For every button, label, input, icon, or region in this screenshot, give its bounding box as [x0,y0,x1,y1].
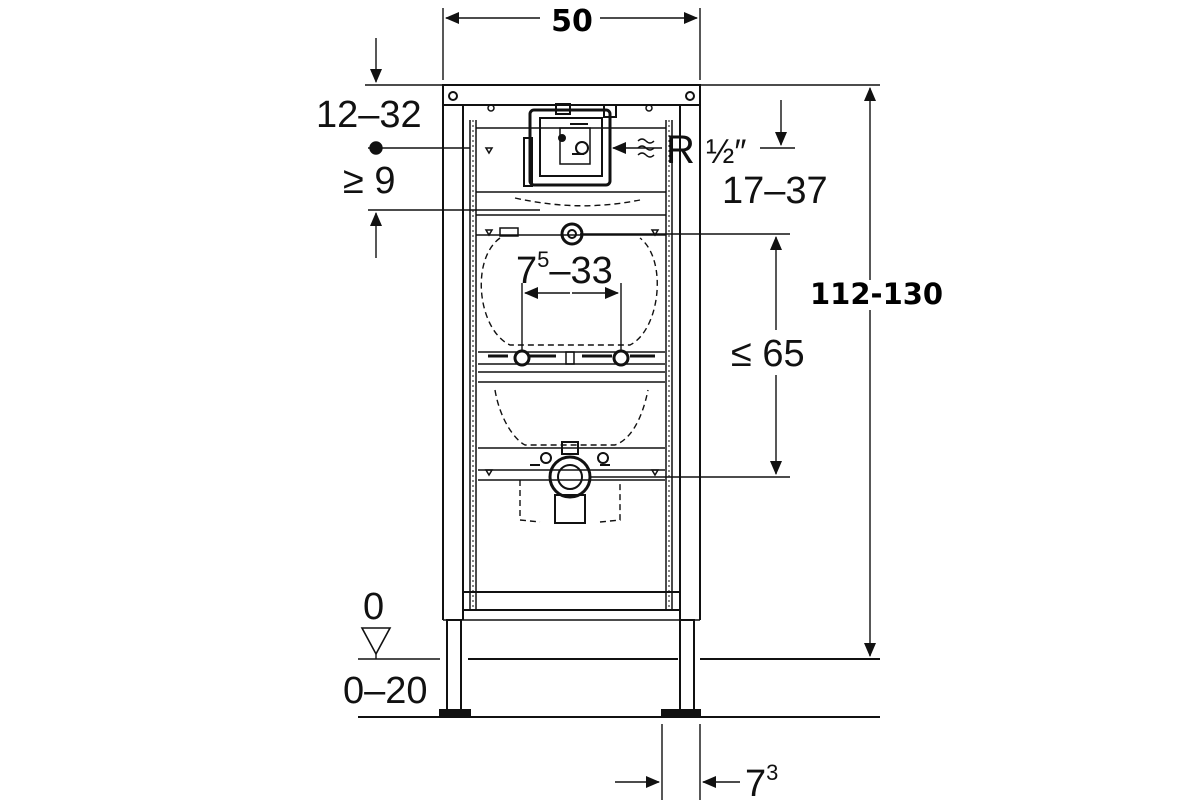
cross-rails [476,127,666,481]
water-min-label: ≥ 9 [343,160,396,202]
thread-size-label: ½″ [706,133,746,171]
foot-base: 7 [745,763,766,800]
right-foot [661,709,701,717]
flush-outlet [560,222,584,246]
foot-label: 73 [745,760,778,800]
frame [439,84,701,717]
left-foot [439,709,471,717]
floor-lines [358,658,880,718]
top-offset-label: 12–32 [316,94,422,136]
height-label: 112-130 [810,277,943,311]
top-rail [442,84,701,106]
thread-r-label: R [666,128,695,172]
mounting-bolts [513,349,630,367]
floor-range-label: 0–20 [343,670,428,712]
spacing-label: 75–33 [516,247,613,292]
dimension-lines [360,8,880,800]
max-height-label: ≤ 65 [731,333,805,375]
top-right-hole [685,91,695,101]
urinal-outline [480,197,658,523]
spacing-rest: –33 [549,250,612,292]
top-left-hole [448,91,458,101]
water-connection-box [523,103,617,187]
spacing-base: 7 [516,250,537,292]
right-leg [679,619,695,713]
width-label: 50 [551,4,593,39]
floor-zero-label: 0 [363,586,384,628]
left-leg [446,619,462,713]
spacing-sup: 5 [537,247,549,272]
foot-sup: 3 [766,760,778,785]
drain-elbow [530,441,610,524]
water-offset-label: 17–37 [722,170,828,212]
